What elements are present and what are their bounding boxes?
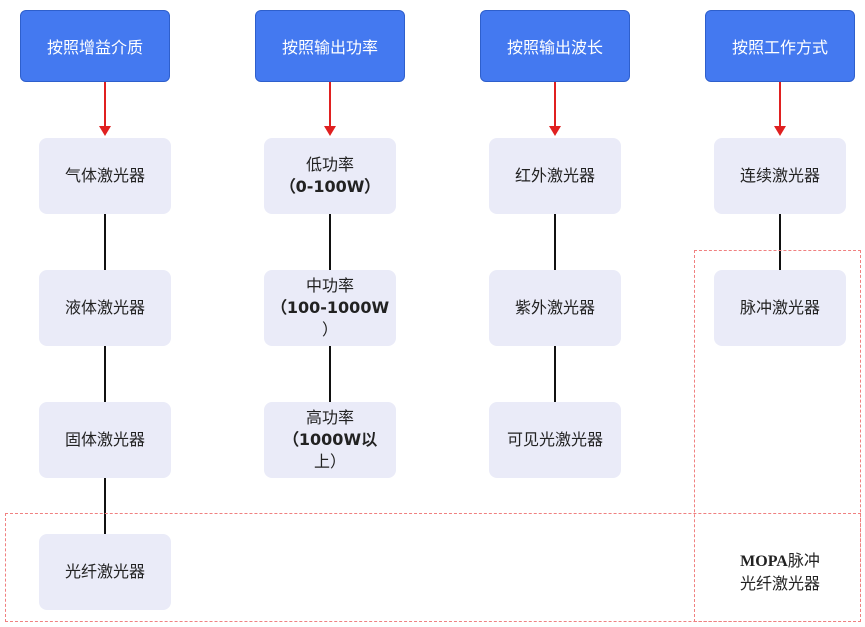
header-working-mode: 按照工作方式 (705, 10, 855, 82)
connector (554, 346, 556, 402)
node-label: 高功率 (305, 408, 354, 427)
node-label: 液体激光器 (64, 298, 145, 317)
node-pulsed-laser: 脉冲激光器 (714, 270, 846, 346)
connector (554, 214, 556, 270)
connector (104, 214, 106, 270)
node-gas-laser: 气体激光器 (39, 138, 171, 214)
node-low-power: 低功率 （0-100W） (264, 138, 396, 214)
arrow-head-4 (774, 126, 786, 136)
dashed-box-fiber (5, 513, 861, 622)
node-label: 气体激光器 (64, 166, 145, 185)
arrow-head-3 (549, 126, 561, 136)
arrow-head-1 (99, 126, 111, 136)
header-output-wavelength: 按照输出波长 (480, 10, 630, 82)
node-label: 红外激光器 (514, 166, 595, 185)
node-range: （100-1000W (270, 298, 390, 317)
mopa-suffix: 脉冲 (787, 550, 820, 570)
node-range-end: ） (321, 320, 338, 339)
connector (104, 346, 106, 402)
node-label: 中功率 (305, 276, 354, 295)
mopa-label-line1: MOPA脉冲 (740, 550, 820, 573)
header-gain-medium: 按照增益介质 (20, 10, 170, 82)
arrow-line-4 (779, 82, 781, 126)
connector (104, 478, 106, 534)
connector (329, 346, 331, 402)
mopa-prefix: MOPA (740, 552, 788, 570)
node-medium-power: 中功率 （100-1000W ） (264, 270, 396, 346)
node-liquid-laser: 液体激光器 (39, 270, 171, 346)
node-ultraviolet-laser: 紫外激光器 (489, 270, 621, 346)
node-continuous-laser: 连续激光器 (714, 138, 846, 214)
node-label: 脉冲激光器 (739, 298, 820, 317)
node-range-end: 上） (313, 452, 346, 471)
arrow-line-2 (329, 82, 331, 126)
arrow-line-1 (104, 82, 106, 126)
arrow-head-2 (324, 126, 336, 136)
connector (779, 214, 781, 270)
arrow-line-3 (554, 82, 556, 126)
node-label: 紫外激光器 (514, 298, 595, 317)
node-mopa-pulsed-fiber-laser: MOPA脉冲 光纤激光器 (714, 534, 846, 610)
node-solid-laser: 固体激光器 (39, 402, 171, 478)
node-label: 可见光激光器 (506, 430, 603, 449)
mopa-label-line2: 光纤激光器 (739, 573, 820, 593)
node-range: （1000W以 (282, 430, 378, 449)
node-high-power: 高功率 （1000W以 上） (264, 402, 396, 478)
node-infrared-laser: 红外激光器 (489, 138, 621, 214)
node-range: （0-100W） (279, 177, 381, 196)
node-label: 低功率 (305, 155, 354, 174)
node-visible-laser: 可见光激光器 (489, 402, 621, 478)
node-fiber-laser: 光纤激光器 (39, 534, 171, 610)
node-label: 光纤激光器 (64, 562, 145, 581)
connector (329, 214, 331, 270)
node-label: 固体激光器 (64, 430, 145, 449)
node-label: 连续激光器 (739, 166, 820, 185)
header-output-power: 按照输出功率 (255, 10, 405, 82)
